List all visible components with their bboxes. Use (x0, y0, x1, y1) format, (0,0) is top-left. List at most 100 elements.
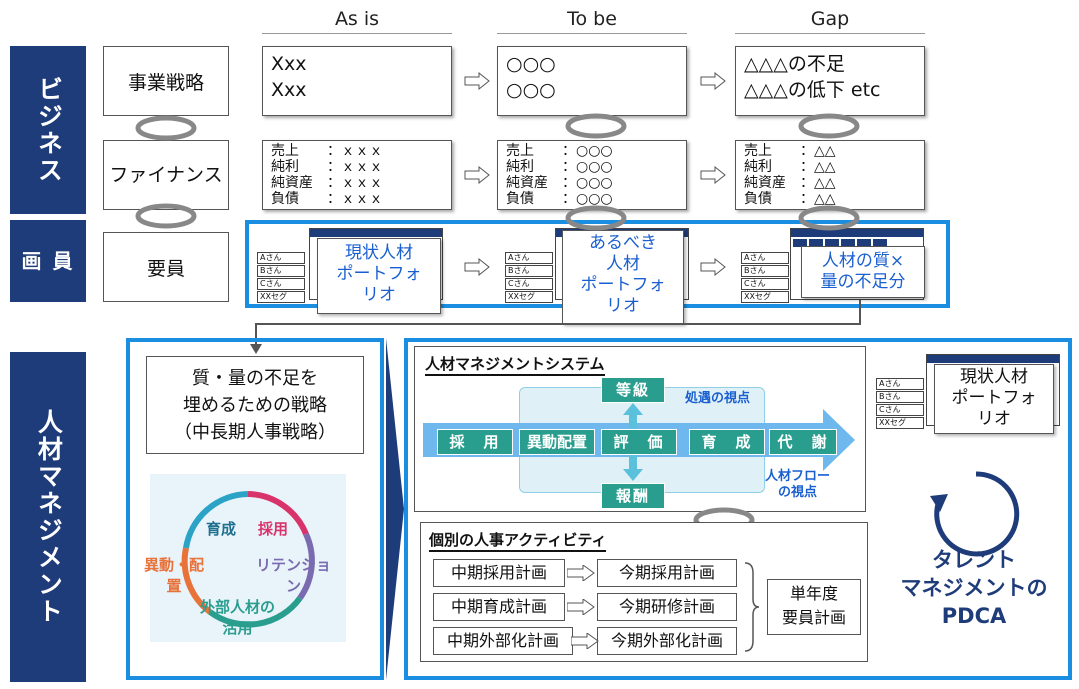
right-arrow-icon (571, 633, 599, 649)
up-arrow-icon (623, 403, 643, 429)
flow-perspective: 人材フロー の視点 (765, 469, 831, 500)
cycle-arrows-icon (798, 205, 860, 231)
fin-line: 純利 ：○○○ (506, 159, 613, 175)
person-row: Aさん (505, 252, 553, 264)
people-list-tobe: Aさん Bさん Cさん XXセグ (505, 252, 553, 304)
hr-management-system: 人材マネジメントシステム 採 用 異動配置 評 価 育 成 代 謝 等級 報酬 … (414, 346, 866, 512)
person-row: Cさん (257, 278, 305, 290)
column-header-asis: As is (334, 8, 380, 30)
fin-line: 純資産 ：○○○ (506, 175, 613, 191)
strategy-asis-doc: Xxx Xxx (262, 46, 452, 116)
cycle-arrows-icon (565, 205, 627, 231)
fin-line: 負債 ：ｘｘｘ (271, 191, 383, 207)
person-row: Bさん (876, 391, 924, 403)
finance-gap-doc: 売上 ：△△ 純利 ：△△ 純資産 ：△△ 負債 ：△△ (735, 140, 925, 210)
cycle-arrows-icon (135, 203, 197, 229)
brace-icon (744, 562, 759, 652)
annual-staff-plan: 単年度 要員計画 (767, 579, 861, 635)
finance-asis-doc: 売上 ：ｘｘｘ 純利 ：ｘｘｘ 純資産 ：ｘｘｘ 負債 ：ｘｘｘ (262, 140, 452, 210)
strategy-gap-doc: △△△の不足 △△△の低下 etc (735, 46, 925, 116)
right-arrow-icon (567, 565, 595, 581)
treatment-perspective: 処遇の視点 (685, 391, 751, 406)
mid-develop-plan: 中期育成計画 (433, 593, 565, 621)
cycle-label-retention: リテンショ ン (256, 556, 332, 595)
column-header-gap: Gap (810, 8, 850, 30)
fin-line: 純利 ：△△ (744, 159, 836, 175)
right-arrow-icon (700, 72, 726, 90)
cycle-ring (181, 491, 315, 628)
doc-line: △△△の低下 etc (744, 79, 881, 101)
down-arrow-icon (623, 455, 643, 481)
cycle-label-transfer: 異動・配 置 (144, 556, 205, 595)
fin-line: 純資産 ：△△ (744, 175, 836, 191)
fin-line: 売上 ：ｘｘｘ (271, 143, 383, 159)
side-label-planning-line1: 画 員 (21, 249, 75, 273)
people-list-asis: Aさん Bさん Cさん XXセグ (257, 252, 305, 304)
hr-system-panel (404, 338, 1072, 680)
reward-box: 報酬 (601, 483, 665, 509)
people-list-gap: Aさん Bさん Cさん XXセグ (741, 252, 789, 304)
refresh-cycle-icon (930, 471, 1020, 557)
row-finance: ファイナンス (103, 140, 229, 210)
person-row: Aさん (741, 252, 789, 264)
column-underline (497, 33, 687, 34)
person-row: Cさん (741, 278, 789, 290)
hr-strategy-panel (126, 338, 384, 680)
doc-line: △△△の不足 (744, 53, 845, 75)
person-row: Bさん (257, 265, 305, 277)
callout-current-portfolio: 現状人材 ポートフォ リオ (934, 364, 1054, 434)
right-arrow-icon (464, 72, 490, 90)
person-row: Aさん (257, 252, 305, 264)
stage-exit: 代 謝 (769, 429, 837, 455)
fin-line: 純利 ：ｘｘｘ (271, 159, 383, 175)
activities-title: 個別の人事アクティビティ (429, 529, 607, 552)
mid-term-strategy-box: 質・量の不足を 埋めるための戦略 （中長期人事戦略） (146, 356, 364, 454)
right-arrow-icon (567, 599, 595, 615)
callout-gap-shortage: 人材の質× 量の不足分 (801, 246, 925, 298)
stage-hire: 採 用 (437, 429, 513, 455)
fin-line: 負債 ：○○○ (506, 191, 613, 207)
stage-develop: 育 成 (689, 429, 765, 455)
finance-tobe-doc: 売上 ：○○○ 純利 ：○○○ 純資産 ：○○○ 負債 ：○○○ (497, 140, 687, 210)
doc-line: Xxx (271, 53, 307, 75)
strategy-tobe-doc: ○○○ ○○○ (497, 46, 687, 116)
right-arrow-icon (700, 258, 726, 276)
doc-line: ○○○ (506, 79, 556, 101)
callout-asis-portfolio: 現状人材 ポートフォ リオ (317, 238, 441, 314)
mid-hire-plan: 中期採用計画 (433, 559, 565, 587)
cycle-arrows-icon (565, 113, 627, 139)
person-row: Bさん (741, 265, 789, 277)
person-row: XXセグ (505, 291, 553, 303)
mid-outsource-plan: 中期外部化計画 (433, 627, 573, 655)
connector-line (250, 300, 861, 354)
column-underline (735, 33, 925, 34)
fin-line: 負債 ：△△ (744, 191, 836, 207)
right-arrow-icon (700, 166, 726, 184)
side-label-business: ビジネス (10, 46, 86, 214)
cycle-label-external: 外部人材の 活用 (200, 598, 276, 637)
person-row: XXセグ (876, 417, 924, 429)
cycle-label-develop: 育成 (206, 520, 237, 538)
column-header-tobe: To be (567, 8, 617, 30)
person-row: Bさん (505, 265, 553, 277)
callout-tobe-portfolio: あるべき 人材 ポートフォ リオ (562, 230, 684, 324)
year-hire-plan: 今期採用計画 (597, 559, 737, 587)
hr-activities: 個別の人事アクティビティ 中期採用計画 中期育成計画 中期外部化計画 今期採用計… (420, 522, 868, 662)
cycle-arrows-icon (798, 113, 860, 139)
fin-line: 純資産 ：ｘｘｘ (271, 175, 383, 191)
row-staff: 要員 (103, 232, 229, 302)
person-row: Cさん (505, 278, 553, 290)
year-training-plan: 今期研修計画 (597, 593, 737, 621)
side-label-hr: 人材マネジメント (10, 352, 86, 682)
chevron-right-icon (386, 338, 404, 680)
doc-line: Xxx (271, 79, 307, 101)
person-row: Aさん (876, 378, 924, 390)
people-list-current: Aさん Bさん Cさん XXセグ (876, 378, 924, 430)
system-title: 人材マネジメントシステム (425, 353, 605, 376)
row-strategy: 事業戦略 (103, 46, 229, 116)
stage-evaluate: 評 価 (601, 429, 677, 455)
talent-management-pdca: タレント マネジメントの PDCA (900, 548, 1048, 628)
grade-box: 等級 (601, 377, 665, 403)
right-arrow-icon (464, 258, 490, 276)
cycle-arrows-icon (135, 115, 197, 141)
